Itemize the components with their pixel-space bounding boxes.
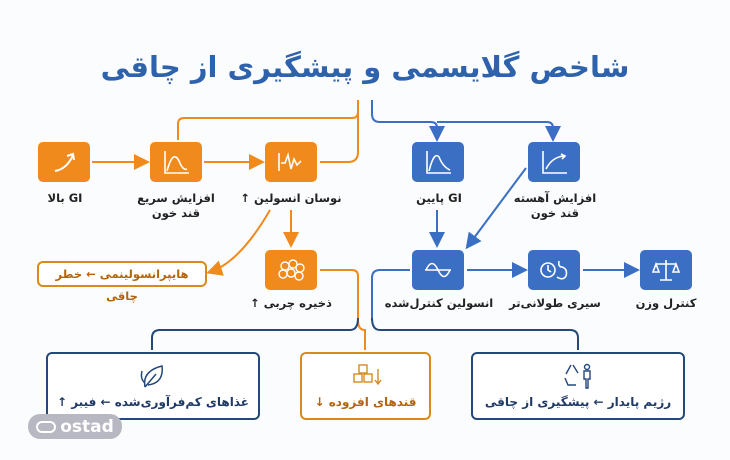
sine-wave-icon <box>425 262 451 278</box>
slow-rise-node <box>528 142 580 182</box>
rising-arrow-icon <box>54 152 75 172</box>
recommendation-sustainable-diet: رژیم پایدار ← پیشگیری از چاقی <box>471 352 685 420</box>
fat-storage-label: ذخیره چربی ↑ <box>250 296 332 310</box>
rapid-rise-node <box>150 142 202 182</box>
recommendation-added-sugars: قندهای افزوده ↓ <box>300 352 431 420</box>
insulin-swing-label: نوسان انسولین ↑ <box>240 191 342 205</box>
controlled-insulin-label: انسولین کنترل‌شده <box>384 296 494 310</box>
insulin-swing-node <box>265 142 317 182</box>
ostad-logo: ostad <box>28 414 122 439</box>
sugar-cubes-icon <box>352 364 382 386</box>
leaf-icon <box>140 365 163 388</box>
fat-storage-node <box>265 250 317 290</box>
weight-control-label: کنترل وزن <box>635 296 697 310</box>
pulse-wave-icon <box>278 152 302 171</box>
slow-rise-line1: افزایش آهسته <box>513 191 597 205</box>
scale-icon <box>651 260 681 281</box>
hyperinsulinemia-box: هایپرانسولینمی ← خطر چاقی <box>37 261 207 303</box>
longer-satiety-node <box>528 250 580 290</box>
bell-curve-icon <box>426 151 451 174</box>
rapid-rise-line2: قند خون <box>151 206 201 220</box>
gentle-curve-icon <box>542 151 567 174</box>
recycle-person-icon <box>564 363 591 389</box>
weight-control-node <box>640 250 692 290</box>
recommendation-label: رژیم پایدار ← پیشگیری از چاقی <box>484 395 672 409</box>
high-gi-label: GI بالا <box>47 191 83 205</box>
slow-rise-line2: قند خون <box>530 206 580 220</box>
recommendation-label: قندهای افزوده ↓ <box>314 395 417 409</box>
logo-mark-icon <box>36 420 57 433</box>
longer-satiety-label: سیری طولانی‌تر <box>509 296 601 310</box>
low-gi-label: GI پایین <box>416 191 462 205</box>
recommendation-low-processed: غذاهای کم‌فرآوری‌شده ← فیبر ↑ <box>46 352 260 420</box>
logo-text: ostad <box>60 416 114 437</box>
recommendation-label: غذاهای کم‌فرآوری‌شده ← فیبر ↑ <box>56 395 249 409</box>
high-gi-node <box>38 142 90 182</box>
fat-cells-icon <box>278 259 305 281</box>
page-title: شاخص گلایسمی و پیشگیری از چاقی <box>100 50 630 84</box>
clock-stomach-icon <box>540 260 568 280</box>
rapid-rise-line1: افزایش سریع <box>137 191 215 205</box>
controlled-insulin-node <box>412 250 464 290</box>
low-gi-node <box>412 142 464 182</box>
spike-curve-icon <box>164 151 189 174</box>
